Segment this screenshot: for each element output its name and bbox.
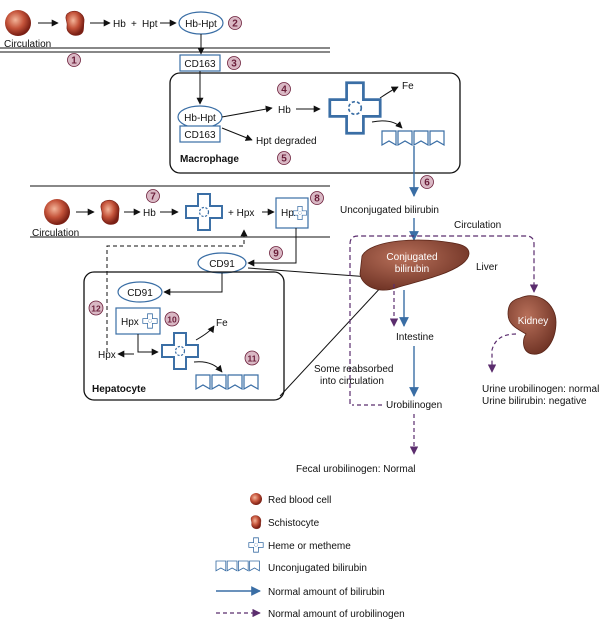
- legend-label-2: Heme or metheme: [268, 541, 351, 552]
- legend-label-1: Schistocyte: [268, 518, 320, 529]
- step-badge-9: 9: [269, 246, 283, 260]
- step-badge-6: 6: [420, 175, 434, 189]
- hpx-left-label: Hpx: [98, 350, 116, 361]
- liver-icon: [359, 239, 470, 291]
- unconjugated-bilirubin-icon: [381, 130, 445, 146]
- plus-hpx-label: + Hpx: [228, 208, 254, 219]
- legend-label-5: Normal amount of urobilinogen: [268, 609, 405, 620]
- hpt-degraded-label: Hpt degraded: [256, 136, 317, 147]
- svg-text:12: 12: [91, 304, 101, 314]
- fe-mac-label: Fe: [402, 81, 414, 92]
- step-badge-4: 4: [277, 82, 291, 96]
- urine-urobilinogen-label: Urine urobilinogen: normal: [482, 384, 599, 395]
- urine-bilirubin-label: Urine bilirubin: negative: [482, 396, 587, 407]
- svg-text:7: 7: [150, 192, 156, 203]
- fe-hep-label: Fe: [216, 318, 228, 329]
- macrophage-cell: [169, 72, 461, 174]
- step-badge-8: 8: [310, 191, 324, 205]
- hb-hpt-label: Hb-Hpt: [185, 19, 217, 30]
- circulation-mid-label: Circulation: [32, 228, 79, 239]
- hpx-box-label: Hpx: [281, 208, 299, 219]
- schistocyte-icon: [65, 10, 85, 36]
- cd91-label: CD91: [209, 259, 235, 270]
- reabsorbed-label-1: Some reabsorbed: [314, 364, 394, 375]
- svg-text:4: 4: [281, 85, 287, 96]
- red-blood-cell-icon: [5, 10, 31, 36]
- svg-text:2: 2: [232, 19, 238, 30]
- step-badge-2: 2: [228, 16, 242, 30]
- cd91-in-label: CD91: [127, 288, 153, 299]
- cd163-label: CD163: [184, 59, 216, 70]
- heme-icon: [328, 81, 382, 135]
- svg-text:11: 11: [248, 354, 257, 364]
- middle-circulation-band: Hb + Hpx Hpx Circulation: [30, 185, 330, 239]
- step-badges: 1 2 3 4 5 6 7 8 9 10 11 12: [67, 16, 434, 366]
- fecal-urobilinogen-label: Fecal urobilinogen: Normal: [296, 464, 416, 475]
- svg-text:1: 1: [71, 56, 77, 67]
- hepatocyte-cell: [83, 271, 285, 401]
- step-badge-7: 7: [146, 189, 160, 203]
- kidney-label: Kidney: [518, 316, 549, 327]
- hb-hpt-mac-label: Hb-Hpt: [184, 113, 216, 124]
- intestine-label: Intestine: [396, 332, 434, 343]
- conjugated-bilirubin-label-2: bilirubin: [395, 264, 429, 275]
- step-badge-5: 5: [277, 151, 291, 165]
- conjugated-bilirubin-label-1: Conjugated: [386, 252, 437, 263]
- step-badge-3: 3: [227, 56, 241, 70]
- kidney-icon: [507, 295, 557, 355]
- svg-text:8: 8: [314, 194, 320, 205]
- svg-text:10: 10: [167, 315, 177, 325]
- svg-text:6: 6: [424, 178, 430, 189]
- legend-label-0: Red blood cell: [268, 495, 331, 506]
- reabsorbed-label-2: into circulation: [320, 376, 384, 387]
- legend: Red blood cell Schistocyte Heme or methe…: [215, 493, 405, 620]
- hpx-in-label: Hpx: [121, 317, 139, 328]
- legend-label-4: Normal amount of bilirubin: [268, 587, 385, 598]
- svg-text:3: 3: [231, 59, 237, 70]
- legend-label-3: Unconjugated bilirubin: [268, 563, 367, 574]
- macrophage-label: Macrophage: [180, 154, 239, 165]
- cd163-mac: [179, 125, 221, 143]
- cd163-mac-label: CD163: [184, 130, 216, 141]
- step-badge-12: 12: [88, 300, 104, 316]
- liver-label: Liver: [476, 262, 498, 273]
- circulation-label: Circulation: [4, 39, 51, 50]
- plus-label: +: [131, 19, 137, 30]
- step-badge-10: 10: [164, 311, 180, 327]
- svg-text:5: 5: [281, 154, 287, 165]
- urobilinogen-label: Urobilinogen: [386, 400, 442, 411]
- hb-label: Hb: [113, 19, 126, 30]
- top-circulation-band: Hb + Hpt Hb-Hpt Circulation: [0, 10, 330, 55]
- step-badge-1: 1: [67, 53, 81, 67]
- hb-mac-label: Hb: [278, 105, 291, 116]
- unconjugated-bilirubin-label: Unconjugated bilirubin: [340, 205, 439, 216]
- hpt-label: Hpt: [142, 19, 158, 30]
- hepatocyte-label: Hepatocyte: [92, 384, 146, 395]
- svg-text:9: 9: [273, 249, 279, 260]
- hb-mid-label: Hb: [143, 208, 156, 219]
- step-badge-11: 11: [244, 350, 260, 366]
- circulation-right-label: Circulation: [454, 220, 501, 231]
